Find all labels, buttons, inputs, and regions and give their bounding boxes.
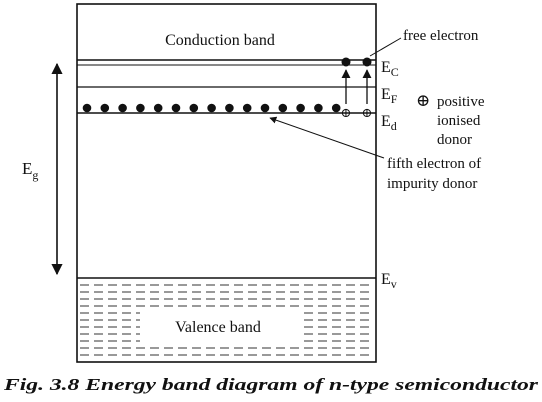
free-electron-leader	[369, 37, 402, 57]
donor-electrons	[82, 103, 341, 113]
donor-electron-dot	[314, 103, 323, 113]
donor-electron-dot	[153, 103, 163, 113]
free-electron-dot	[341, 57, 351, 67]
donor-electron-dot	[118, 103, 127, 113]
positive-legend-symbol: ⊕	[416, 91, 430, 110]
ed-label: Ed	[381, 113, 397, 133]
positive-legend-line1: positive	[437, 94, 485, 110]
valence-label-bg	[140, 312, 300, 342]
eg-label: Eg	[22, 159, 38, 182]
ev-label: Ev	[381, 271, 397, 291]
fifth-electron-label-line2: impurity donor	[387, 176, 477, 192]
conduction-band-label: Conduction band	[165, 32, 275, 49]
positive-legend-line3: donor	[437, 132, 472, 148]
free-electron-label: free electron	[403, 28, 479, 44]
donor-electron-dot	[189, 103, 199, 113]
donor-electron-dot	[296, 103, 305, 113]
donor-electron-dot	[225, 103, 234, 113]
figure-caption: Fig. 3.8 Energy band diagram of n-type s…	[3, 375, 539, 394]
positive-legend-line2: ionised	[437, 113, 481, 129]
donor-electron-dot	[331, 103, 341, 113]
donor-electron-dot	[260, 103, 270, 113]
ionised-donor-symbol: ⊕	[362, 105, 373, 120]
donor-electron-dot	[136, 103, 145, 113]
fifth-electron-label-line1: fifth electron of	[387, 156, 481, 172]
ef-label: EF	[381, 86, 398, 106]
donor-electron-dot	[100, 103, 110, 113]
donor-electron-dot	[278, 103, 288, 113]
fifth-electron-leader	[269, 116, 385, 159]
ec-label: EC	[381, 59, 399, 79]
donor-electron-dot	[242, 103, 252, 113]
valence-band-label: Valence band	[175, 319, 261, 336]
free-electron-dot	[362, 57, 372, 67]
donor-electron-dot	[82, 103, 92, 113]
ionised-donor-symbol: ⊕	[341, 105, 352, 120]
donor-electron-dot	[171, 103, 181, 113]
diagram-frame	[76, 3, 377, 363]
donor-electron-dot	[207, 103, 216, 113]
